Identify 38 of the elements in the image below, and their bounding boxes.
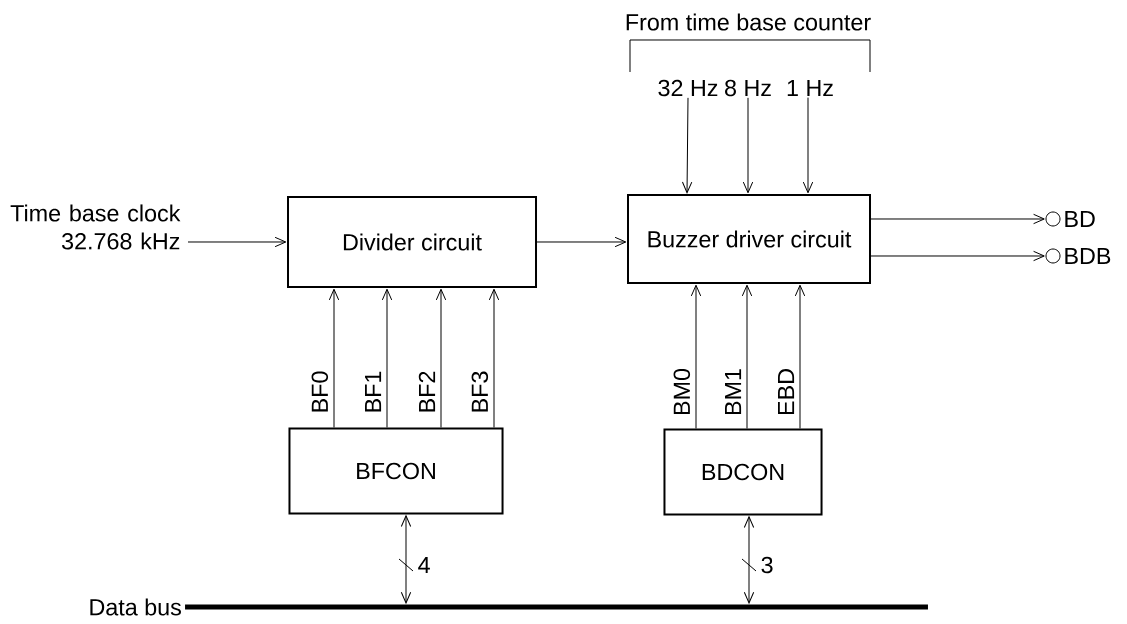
arrow	[870, 250, 1045, 262]
block-box: Buzzer driver circuit	[627, 194, 871, 284]
signal-label: BF2	[418, 371, 436, 412]
arrow	[794, 284, 806, 429]
pin-label: BD	[1065, 210, 1095, 227]
arrow	[328, 288, 340, 428]
bracket-label: From time base counter	[626, 13, 871, 31]
signal-label: BF0	[311, 371, 329, 412]
input-label: Time base clock 32.768 kHz	[10, 204, 181, 250]
data-bus: Data bus	[90, 598, 928, 616]
bus-width-label: 4	[418, 556, 430, 573]
frequency-label: 1 Hz	[787, 79, 833, 96]
arrow	[690, 284, 702, 429]
arrow	[435, 288, 447, 428]
block-box: BDCON	[663, 428, 823, 516]
signal-label: BF1	[365, 371, 382, 412]
arrow	[400, 515, 412, 604]
arrow	[743, 516, 755, 604]
arrow	[870, 213, 1045, 225]
pin-label: BDB	[1065, 247, 1111, 264]
signal-label: BM0	[673, 368, 691, 415]
arrow	[381, 288, 393, 428]
arrow	[742, 97, 754, 194]
arrow	[741, 284, 753, 429]
arrow	[681, 97, 693, 194]
arrow	[802, 97, 814, 194]
node-label: Data bus	[90, 598, 181, 616]
frequency-label: 32 Hz	[658, 79, 718, 97]
signal-label: BM1	[725, 369, 742, 415]
arrow	[488, 288, 500, 428]
signal-label: BF3	[471, 371, 489, 412]
arrow	[536, 236, 627, 248]
block-box: BFCON	[288, 427, 504, 515]
frequency-label: 8 Hz	[725, 79, 771, 97]
arrow	[187, 236, 287, 248]
block-box: Divider circuit	[287, 196, 537, 288]
signal-label: EBD	[778, 369, 795, 415]
bus-width-label: 3	[761, 556, 773, 574]
